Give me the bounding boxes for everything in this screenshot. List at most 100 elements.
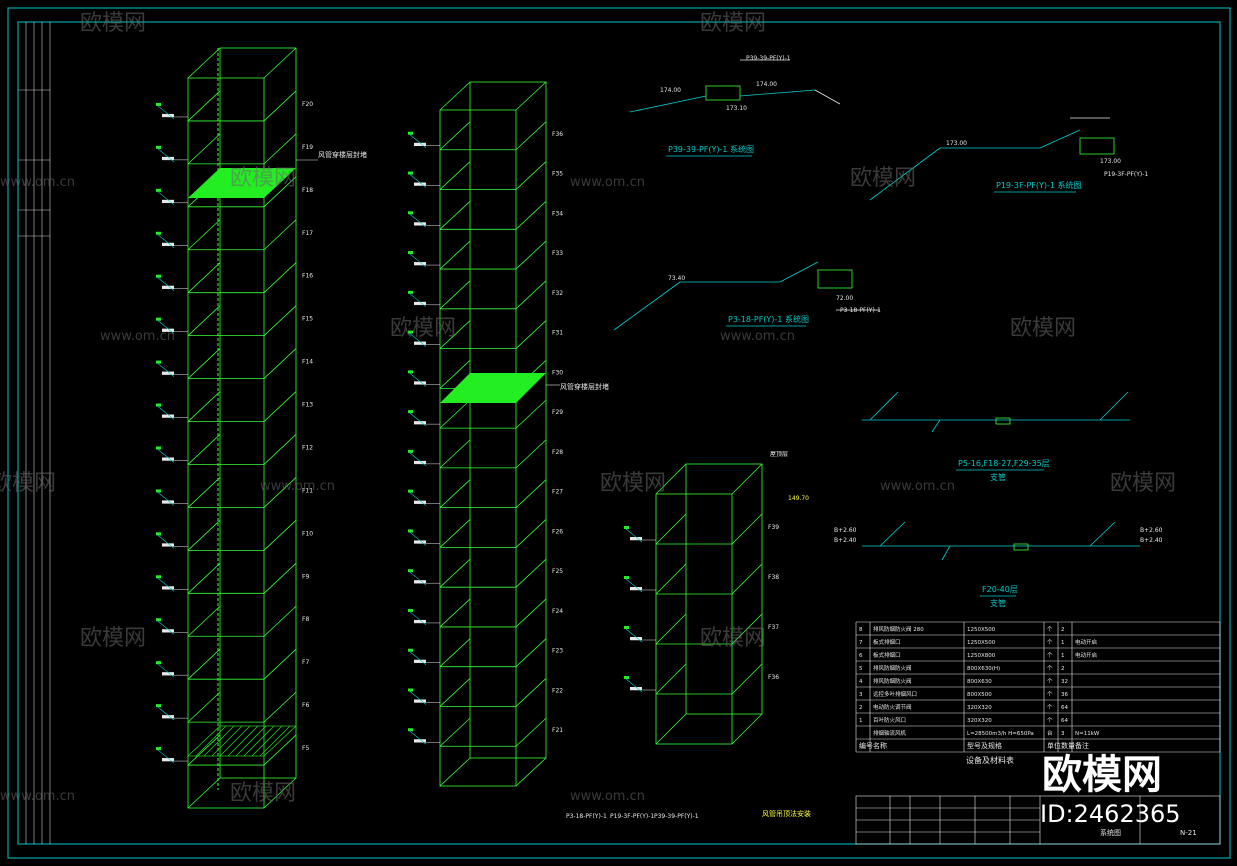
- watermark-logo-big: 欧模网: [1042, 752, 1162, 798]
- damper-symbol: [162, 113, 174, 117]
- detail-5-value-right-b: B+2.40: [1140, 537, 1163, 544]
- riser-back: [219, 47, 297, 779]
- watermark-logo: 欧模网: [600, 471, 666, 496]
- grille-symbol: [408, 608, 413, 612]
- floor-label: F30: [552, 369, 563, 376]
- floor-line: [263, 563, 297, 594]
- watermark-logo: 欧模网: [850, 166, 916, 191]
- floor-line: [187, 734, 221, 766]
- table-cell: 1: [859, 718, 863, 724]
- floor-line: [439, 439, 471, 469]
- branch-duct: [409, 412, 427, 427]
- floor-label: F10: [302, 530, 313, 537]
- floor-label: F36: [552, 131, 563, 138]
- damper-symbol: [162, 758, 174, 762]
- floor-line: [439, 678, 471, 707]
- damper-symbol: [414, 222, 426, 226]
- table-cell: 百叶防火风口: [873, 716, 906, 724]
- floor-label: F24: [552, 608, 563, 615]
- floor-line: [187, 520, 221, 551]
- damper-symbol: [414, 301, 426, 305]
- riser-edge: [187, 47, 221, 79]
- damper-symbol: [162, 629, 174, 633]
- grille-symbol: [408, 211, 413, 215]
- riser-front: [655, 493, 733, 745]
- table-cell: 远控多叶排烟风口: [873, 690, 917, 698]
- sheet-outer-border: [7, 7, 1231, 859]
- table-cell: 个: [1047, 704, 1053, 711]
- detail-4-branch: [862, 391, 1130, 433]
- table-cell: 1: [1061, 640, 1065, 646]
- riser-front: [187, 77, 265, 809]
- riser-edge: [263, 47, 297, 79]
- watermark-logo: 欧模网: [230, 781, 296, 806]
- detail-2-tag: P19-3F-PF(Y)-1: [1104, 171, 1148, 178]
- damper-symbol: [162, 156, 174, 160]
- floor-label: F28: [552, 449, 563, 456]
- floor-line: [515, 280, 547, 310]
- damper-symbol: [414, 142, 426, 146]
- floor-label: F12: [302, 444, 313, 451]
- watermark-logo: 欧模网: [700, 11, 766, 36]
- floor-label: F18: [302, 187, 313, 194]
- floor-line: [439, 201, 471, 230]
- grille-symbol: [156, 102, 161, 106]
- table-title: 设备及材料表: [966, 755, 1014, 765]
- damper-symbol: [414, 421, 426, 425]
- floor-line: [263, 605, 297, 637]
- damper-symbol: [162, 543, 174, 547]
- floor-line: [187, 305, 221, 336]
- grille-symbol: [408, 251, 413, 255]
- floor-line: [439, 558, 471, 588]
- table-cell: 排风防烟防火阀 280: [873, 625, 924, 633]
- title-block-drawing-name: 系统图: [1100, 828, 1121, 837]
- branch-duct: [409, 452, 427, 467]
- damper-symbol: [630, 687, 642, 690]
- floor-line: [655, 563, 687, 595]
- grille-symbol: [156, 575, 161, 579]
- damper-symbol: [414, 460, 426, 464]
- watermark-logo: 欧模网: [0, 471, 56, 496]
- branch-duct: [157, 492, 175, 506]
- floor-label: F6: [302, 702, 309, 709]
- damper-symbol: [414, 580, 426, 584]
- floor-line: [187, 262, 221, 293]
- grille-symbol: [408, 290, 413, 294]
- grille-symbol: [408, 688, 413, 692]
- floor-line: [439, 161, 471, 190]
- branch-duct: [409, 373, 427, 387]
- detail-5-value-left-a: B+2.60: [834, 527, 857, 534]
- damper-symbol: [162, 715, 174, 719]
- riser-edge: [515, 81, 547, 111]
- grille-symbol: [408, 131, 413, 135]
- watermark-logo: 欧模网: [700, 626, 766, 651]
- floor-label: F26: [552, 528, 563, 535]
- riser-edge: [655, 713, 687, 745]
- riser-edge: [439, 757, 471, 787]
- title-block-drawing-no: N-21: [1180, 829, 1197, 837]
- table-header-cell: 数量: [1061, 741, 1075, 750]
- grille-symbol: [156, 274, 161, 278]
- grille-symbol: [408, 330, 413, 334]
- floor-line: [515, 399, 547, 429]
- damper-symbol: [162, 285, 174, 289]
- branch-duct: [409, 333, 427, 347]
- floor-label: F9: [302, 573, 309, 580]
- damper-symbol: [162, 371, 174, 375]
- watermark-url: www.om.cn: [0, 175, 75, 190]
- table-cell: 个: [1047, 665, 1053, 672]
- watermark-id: ID:2462365: [1040, 800, 1181, 828]
- branch-duct: [409, 731, 427, 745]
- floor-line: [439, 240, 471, 270]
- floor-line: [515, 678, 547, 707]
- floor-line: [187, 219, 221, 251]
- floor-line: [515, 479, 547, 508]
- floor-line: [515, 320, 547, 349]
- detail-3-title: P3-18-PF(Y)-1 系统图: [728, 314, 809, 324]
- floor-line: [187, 348, 221, 379]
- damper-symbol: [630, 537, 642, 540]
- bottom-tag-2: P19-3F-PF(Y)-1: [610, 813, 654, 820]
- grille-symbol: [408, 171, 413, 175]
- watermark-url: www.om.cn: [880, 479, 955, 494]
